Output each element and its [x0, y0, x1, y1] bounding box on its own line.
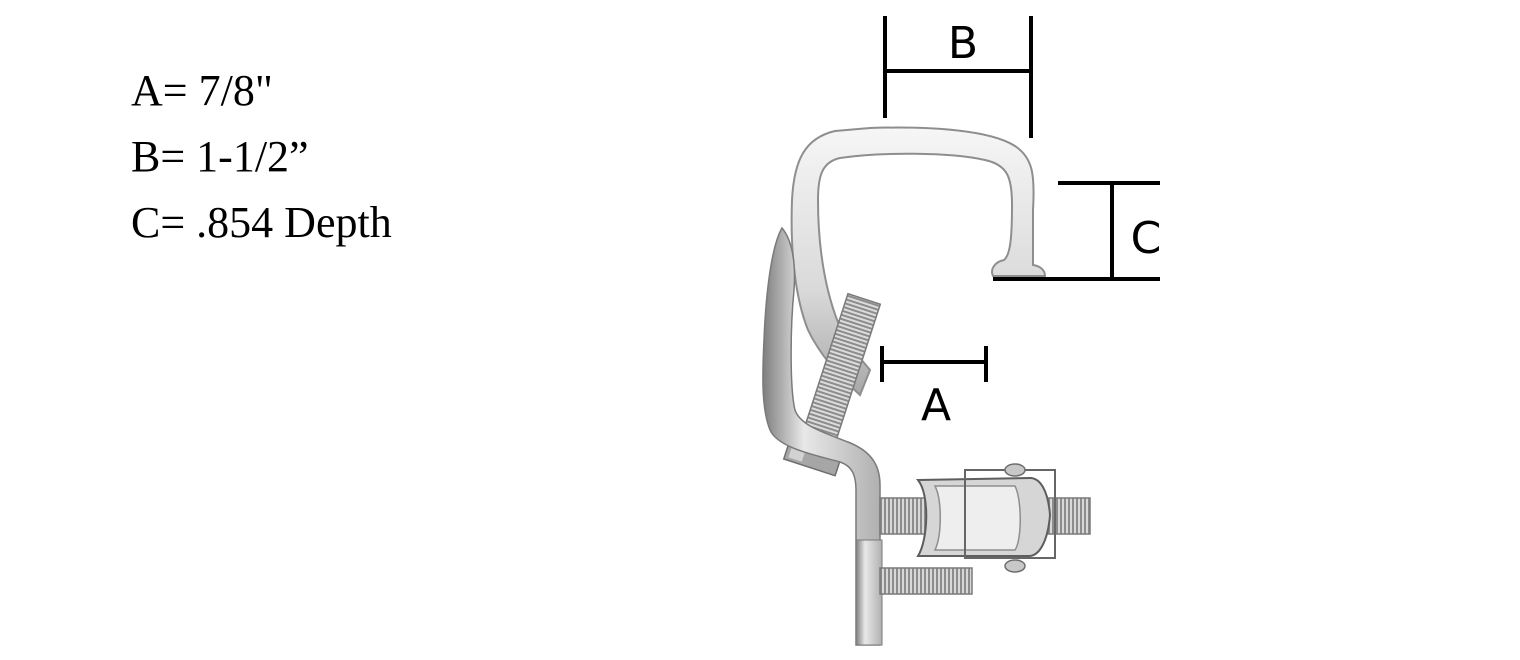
dimension-b-label: B: [948, 18, 978, 69]
dimension-a-marker: A: [880, 346, 988, 431]
dimension-c-marker: C: [993, 181, 1162, 281]
foot-plate: [855, 539, 883, 646]
dimension-b-marker: B: [883, 16, 1033, 138]
dimension-spec-list: A= 7/8" B= 1-1/2” C= .854 Depth: [131, 58, 392, 256]
dimension-c-label: C: [1131, 213, 1162, 264]
c-clamp-profile: [790, 126, 1047, 397]
dimension-spec-b: B= 1-1/2”: [131, 132, 309, 181]
roller-assembly: [879, 463, 1091, 573]
dimension-spec-c: C= .854 Depth: [131, 198, 392, 247]
dimension-a-label: A: [921, 380, 951, 431]
dimension-spec-a: A= 7/8": [131, 66, 273, 115]
lower-bolt: [879, 567, 973, 595]
